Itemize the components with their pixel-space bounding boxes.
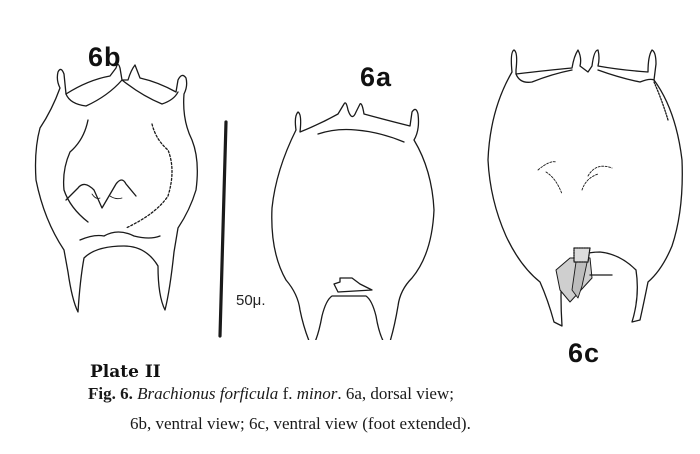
scale-bar xyxy=(218,120,228,338)
form-name: minor xyxy=(296,384,338,403)
scale-bar-label: 50μ. xyxy=(236,292,266,309)
species-name: Brachionus forficula xyxy=(137,384,279,403)
rotifer-drawings xyxy=(34,49,683,340)
figure-label-6a: 6a xyxy=(360,62,393,92)
caption-line-1-rest: . 6a, dorsal view; xyxy=(337,384,454,403)
form-abbrev: f. xyxy=(278,384,297,403)
plate-title: Plate II xyxy=(90,362,161,382)
figure-label-6b: 6b xyxy=(88,42,122,72)
caption-line-2: 6b, ventral view; 6c, ventral view (foot… xyxy=(130,414,471,433)
figure-label-6c: 6c xyxy=(568,338,601,368)
specimen-6c-drawing xyxy=(487,49,683,327)
specimen-6b-drawing xyxy=(34,63,198,313)
caption-line-1: Fig. 6. Brachionus forficula f. minor. 6… xyxy=(88,384,454,404)
figure-number: Fig. 6. xyxy=(88,384,133,403)
specimen-6a-drawing xyxy=(271,102,435,340)
